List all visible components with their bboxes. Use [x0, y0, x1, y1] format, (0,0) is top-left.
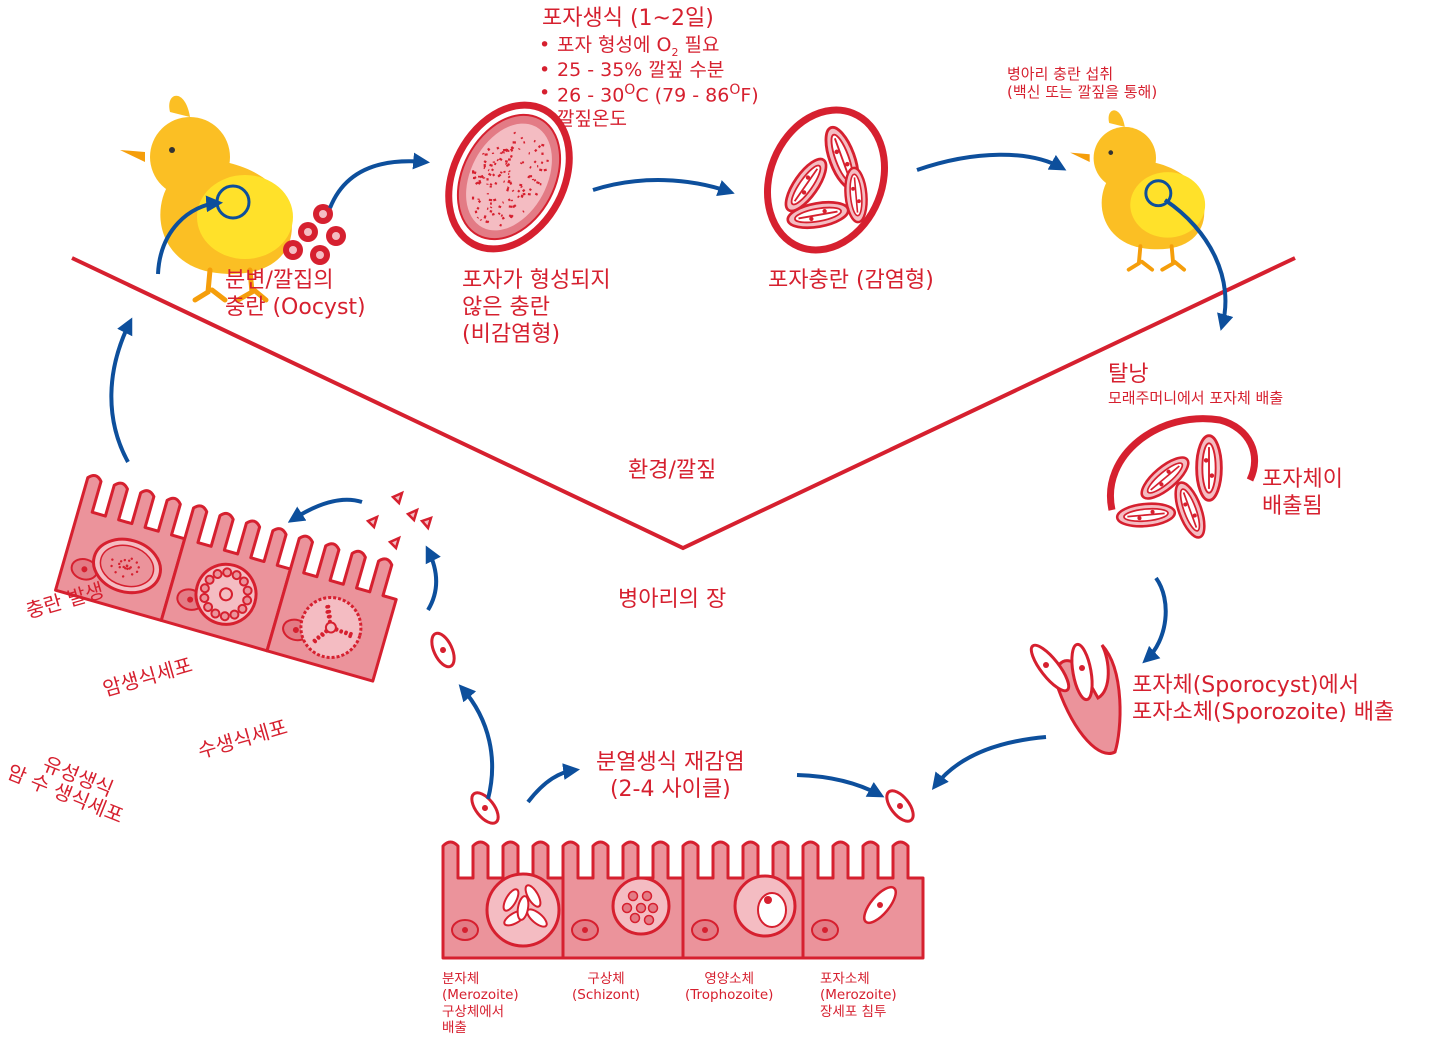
sporulation-title: 포자생식 (1~2일): [542, 6, 714, 33]
sporulated-label: 포자충란 (감염형): [768, 268, 934, 295]
sporulated-oocyst-icon: [747, 92, 905, 267]
microgamete-icons: [368, 493, 431, 548]
intestine-zone-label: 병아리의 장: [618, 587, 726, 614]
chick-ingesting-icon: [1070, 110, 1205, 269]
environment-zone-label: 환경/깔짚: [628, 458, 716, 485]
cell-label-schizont: 구상체(Schizont): [572, 971, 640, 1004]
asexual-cycle-label: 분열생식 재감염(2-4 사이클): [596, 750, 745, 804]
sporulation-bullet-temperature: 26 - 30OC (79 - 86OF)깔짚온도: [537, 82, 759, 131]
sporulation-bullet-moisture: 25 - 35% 깔짚 수분: [537, 59, 759, 82]
asexual-cell-row: [443, 842, 923, 958]
released-sporocysts-icon: [1110, 419, 1254, 541]
sexual-cell-row: [56, 474, 407, 681]
ingest-label: 병아리 충란 섭취(백신 또는 깔짚을 통해): [1007, 65, 1157, 102]
sporulation-conditions: 포자 형성에 O2 필요 25 - 35% 깔짚 수분 26 - 30OC (7…: [537, 34, 759, 131]
cell-label-invasion: 포자소체(Merozoite)장세포 침투: [820, 971, 897, 1020]
cell-label-trophozoite: 영양소체(Trophozoite): [685, 971, 773, 1004]
sporulation-bullet-oxygen: 포자 형성에 O2 필요: [537, 34, 759, 59]
excystation-label: 탈낭 모래주머니에서 포자체 배출: [1108, 362, 1283, 407]
